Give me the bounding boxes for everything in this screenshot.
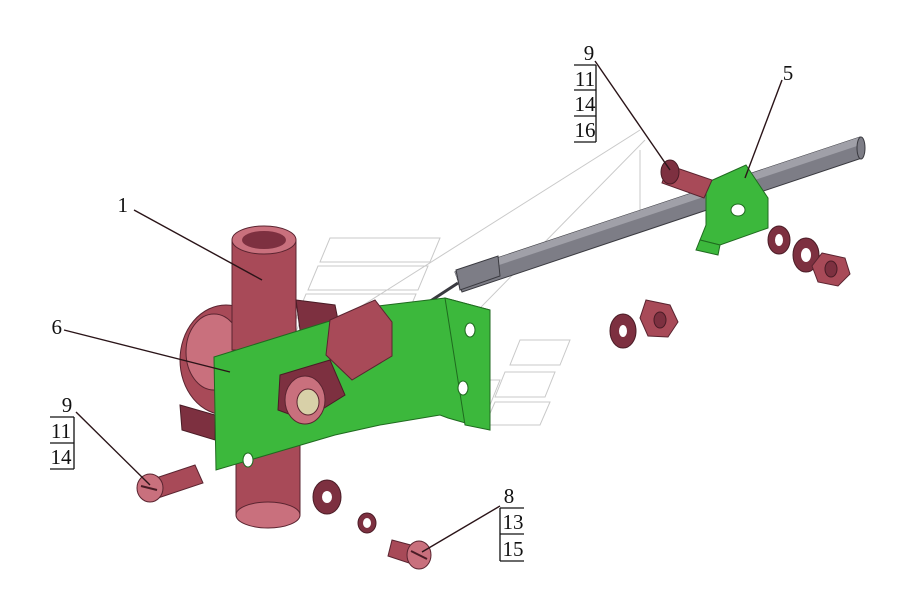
svg-text:16: 16 xyxy=(575,118,596,142)
callout-left-bolt: 9 11 14 xyxy=(50,393,75,470)
svg-text:14: 14 xyxy=(575,92,597,116)
svg-text:1: 1 xyxy=(118,193,129,217)
svg-text:13: 13 xyxy=(503,510,524,534)
mounting-bracket-part-6 xyxy=(213,297,491,471)
washers-bottom xyxy=(312,479,377,534)
svg-text:5: 5 xyxy=(783,61,794,85)
svg-text:11: 11 xyxy=(51,419,71,443)
clamp-bracket-part-5 xyxy=(695,164,769,256)
svg-text:9: 9 xyxy=(62,393,73,417)
bottom-bolt xyxy=(387,539,432,570)
callout-6: 6 xyxy=(52,315,63,339)
washers-nuts-middle xyxy=(609,299,679,349)
leader-lines xyxy=(63,60,783,553)
left-bolt xyxy=(136,464,204,503)
callout-bottom-bolt: 8 13 15 xyxy=(499,484,524,562)
svg-text:9: 9 xyxy=(584,41,595,65)
top-bolt xyxy=(660,159,713,199)
svg-text:11: 11 xyxy=(575,67,595,91)
control-rod xyxy=(385,136,866,332)
callout-5: 5 xyxy=(783,61,794,85)
svg-text:14: 14 xyxy=(51,445,73,469)
callout-1: 1 xyxy=(118,193,129,217)
callout-top-bolt: 9 11 14 16 xyxy=(574,41,597,143)
svg-text:8: 8 xyxy=(504,484,515,508)
svg-text:15: 15 xyxy=(503,537,524,561)
svg-text:6: 6 xyxy=(52,315,63,339)
washers-nuts-right xyxy=(767,225,851,287)
